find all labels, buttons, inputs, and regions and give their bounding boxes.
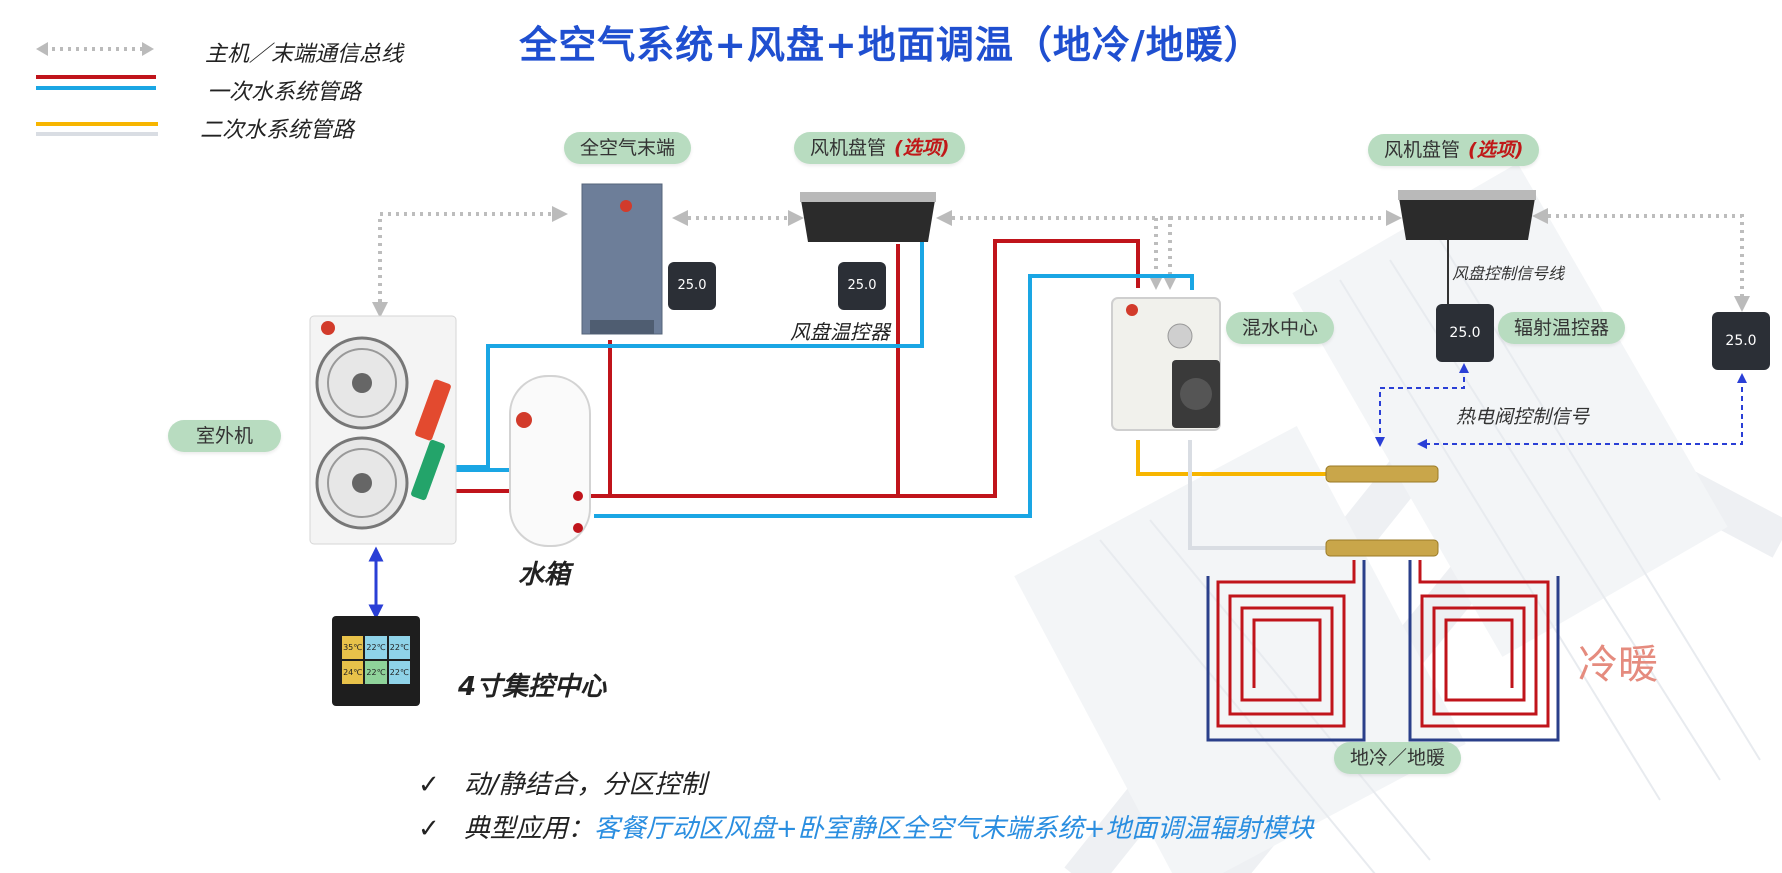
page-title: 全空气系统+风盘+地面调温（地冷/地暖） <box>519 23 1263 67</box>
legend-swatches <box>36 42 158 136</box>
fan-coil-unit-1 <box>800 192 936 242</box>
bullet-2: ✓ 典型应用：客餐厅动区风盘+卧室静区全空气末端系统+地面调温辐射模块 <box>418 808 1313 845</box>
thermostat-display-text: 25.0 <box>677 278 707 293</box>
air-terminal-thermostat: 25.0 <box>668 262 716 310</box>
valve-control-signal <box>1375 363 1747 449</box>
pill-fan-coil-1-option: (选项) <box>894 137 950 159</box>
controller-zone-4: 24℃ <box>342 661 364 684</box>
controller-label: 4寸集控中心 <box>458 672 607 702</box>
bullet-2-text: 典型应用： <box>463 814 594 844</box>
legend-bus-label: 主机／末端通信总线 <box>205 42 404 67</box>
pill-floor: 地冷／地暖 <box>1334 742 1462 774</box>
pill-fan-coil-2-label: 风机盘管 <box>1384 139 1461 161</box>
water-tank-label: 水箱 <box>518 560 571 590</box>
bullet-2-highlight: 客餐厅动区风盘+卧室静区全空气末端系统+地面调温辐射模块 <box>593 814 1314 844</box>
valve-signal-label: 热电阀控制信号 <box>1456 406 1590 428</box>
floor-loop-left <box>1206 560 1366 742</box>
communication-bus <box>372 206 1750 318</box>
outdoor-unit <box>309 315 457 545</box>
pill-fan-coil-2: 风机盘管 (选项) <box>1368 134 1540 166</box>
controller-zone-5: 22℃ <box>365 661 387 684</box>
controller-zone-1: 35℃ <box>342 636 364 659</box>
fan-coil-thermostat: 25.0 <box>838 262 886 310</box>
pill-fan-coil-2-option: (选项) <box>1468 139 1524 161</box>
floor-manifolds <box>1325 465 1439 557</box>
legend-primary-label: 一次水系统管路 <box>207 80 362 105</box>
thermostat-display-text: 25.0 <box>1725 333 1757 349</box>
water-tank <box>509 375 591 547</box>
fan-coil-signal-label: 风盘控制信号线 <box>1452 264 1565 283</box>
legend-secondary-label: 二次水系统管路 <box>200 118 355 143</box>
radiant-thermostat-1: 25.0 <box>1436 304 1494 362</box>
floor-loop-right <box>1408 560 1560 742</box>
pill-radiant-thermostat: 辐射温控器 <box>1498 312 1626 344</box>
fan-coil-unit-2 <box>1398 190 1536 240</box>
bullet-1: ✓ 动/静结合，分区控制 <box>418 764 707 801</box>
pill-outdoor-unit: 室外机 <box>168 420 282 452</box>
central-controller: 35℃ 22℃ 22℃ 24℃ 22℃ 22℃ <box>332 616 420 706</box>
cool-warm-logo: 冷暖 <box>1578 642 1658 688</box>
controller-zone-3: 22℃ <box>388 636 410 659</box>
pill-fan-coil-1-label: 风机盘管 <box>810 137 887 159</box>
pill-air-terminal: 全空气末端 <box>564 132 692 164</box>
fan-coil-thermostat-label: 风盘温控器 <box>790 320 890 344</box>
radiant-thermostat-2: 25.0 <box>1712 312 1770 370</box>
controller-zone-2: 22℃ <box>365 636 387 659</box>
thermostat-display-text: 25.0 <box>847 278 877 293</box>
controller-zone-6: 22℃ <box>388 661 410 684</box>
pill-fan-coil-1: 风机盘管 (选项) <box>794 132 966 164</box>
pill-mixing-center: 混水中心 <box>1226 312 1335 344</box>
primary-pipe-red <box>456 239 1140 498</box>
air-terminal-unit <box>581 183 663 335</box>
secondary-pipe <box>1136 440 1330 550</box>
bullet-1-text: 动/静结合，分区控制 <box>463 770 707 800</box>
check-icon: ✓ <box>418 814 440 844</box>
mixing-center-unit <box>1111 297 1221 431</box>
thermostat-display-text: 25.0 <box>1449 325 1481 341</box>
check-icon: ✓ <box>418 770 440 800</box>
